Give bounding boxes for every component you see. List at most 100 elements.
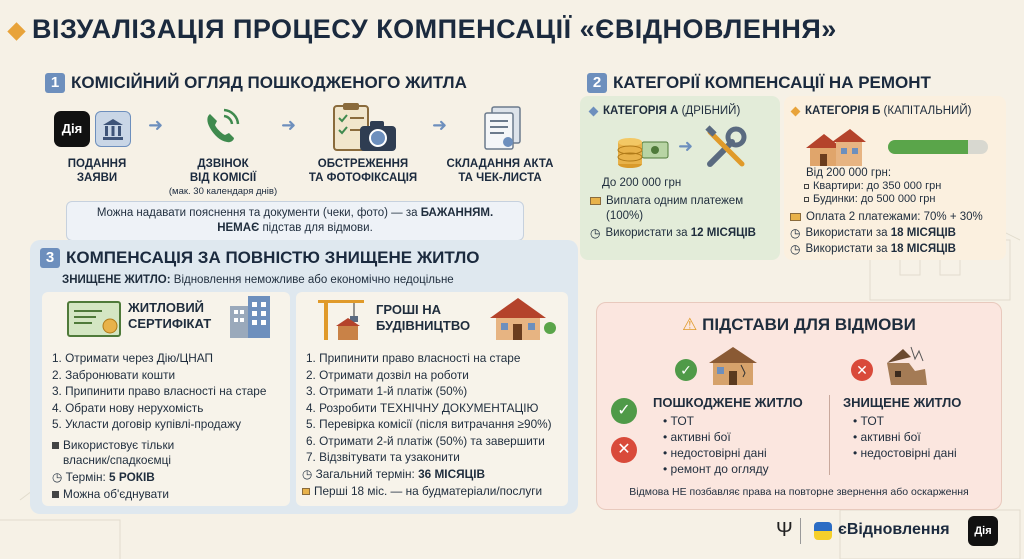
section3-title: КОМПЕНСАЦІЯ ЗА ПОВНІСТЮ ЗНИЩЕНЕ ЖИТЛО bbox=[66, 248, 480, 267]
list-item: 3. Припинити право власності на старе bbox=[52, 384, 267, 398]
documents-icon bbox=[480, 104, 526, 157]
category-a-term: ◷ Використати за 12 МІСЯЦІВ bbox=[590, 226, 756, 240]
section1-heading: 1 КОМІСІЙНИЙ ОГЛЯД ПОШКОДЖЕНОГО ЖИТЛА bbox=[45, 73, 467, 93]
section3-heading: 3 КОМПЕНСАЦІЯ ЗА ПОВНІСТЮ ЗНИЩЕНЕ ЖИТЛО bbox=[40, 248, 480, 268]
list-item: • недостовірні дані bbox=[663, 446, 767, 460]
category-b-limits: Квартири: до 350 000 грн Будинки: до 500… bbox=[804, 180, 941, 206]
diamond-icon bbox=[790, 106, 801, 117]
section2-title: КАТЕГОРІЇ КОМПЕНСАЦІЇ НА РЕМОНТ bbox=[613, 73, 931, 92]
certificate-notes: Використовує тільки власник/спадкоємці ◷… bbox=[52, 438, 175, 501]
category-b-term-2: ◷ Використати за 18 МІСЯЦІВ bbox=[790, 242, 956, 256]
wallet-icon bbox=[590, 197, 601, 205]
category-a-payment: Виплата одним платежем (100%) bbox=[590, 194, 756, 224]
refusal-heading: ⚠ ПІДСТАВИ ДЛЯ ВІДМОВИ bbox=[682, 315, 916, 334]
square-bullet-icon bbox=[52, 491, 59, 498]
divider bbox=[829, 395, 830, 475]
apartment-building-icon bbox=[226, 294, 274, 345]
damaged-house-icon bbox=[705, 343, 761, 392]
coins-money-icon bbox=[614, 128, 672, 177]
wallet-icon bbox=[302, 488, 310, 495]
new-house-icon bbox=[486, 292, 556, 347]
construction-terms: ◷ Загальний термін: 36 МІСЯЦІВ Перші 18 … bbox=[302, 467, 543, 498]
list-item: 3. Отримати 1-й платіж (50%) bbox=[306, 384, 468, 398]
certificate-steps: 1. Отримати через Дію/ЦНАП 2. Забронюват… bbox=[52, 350, 266, 433]
government-building-icon bbox=[95, 111, 131, 147]
list-item: 1. Отримати через Дію/ЦНАП bbox=[52, 351, 213, 365]
tools-icon bbox=[702, 124, 750, 177]
list-item: 4. Розробити ТЕХНІЧНУ ДОКУМЕНТАЦІЮ bbox=[306, 400, 539, 415]
construction-steps: 1. Припинити право власності на старе 2.… bbox=[306, 350, 552, 466]
clock-icon: ◷ bbox=[790, 242, 801, 256]
list-item: • активні бої bbox=[663, 430, 731, 444]
category-a-card: КАТЕГОРІЯ А (ДРІБНИЙ) ➜ До 200 000 грн В… bbox=[580, 96, 780, 260]
list-item: • ремонт до огляду bbox=[663, 462, 769, 476]
list-item: 7. Відзвітувати та узаконити bbox=[306, 450, 460, 464]
section1-number: 1 bbox=[45, 73, 65, 93]
list-item: 1. Припинити право власності на старе bbox=[306, 351, 521, 365]
clock-icon: ◷ bbox=[590, 226, 601, 240]
trident-icon: Ψ bbox=[776, 519, 793, 541]
section1-title: КОМІСІЙНИЙ ОГЛЯД ПОШКОДЖЕНОГО ЖИТЛА bbox=[71, 73, 467, 92]
category-b-term-1: ◷ Використати за 18 МІСЯЦІВ bbox=[790, 226, 956, 240]
list-item: • активні бої bbox=[853, 430, 921, 444]
category-b-payment: Оплата 2 платежами: 70% + 30% bbox=[790, 210, 983, 225]
progress-bar bbox=[888, 140, 988, 154]
list-item: • ТОТ bbox=[663, 414, 695, 428]
check-circle-icon: ✓ bbox=[611, 398, 637, 424]
check-circle-icon: ✓ bbox=[675, 359, 697, 381]
refusal-footer: Відмова НЕ позбавляє права на повторне з… bbox=[629, 486, 969, 498]
list-item: 5. Укласти договір купівлі-продажу bbox=[52, 417, 242, 431]
list-item: 2. Отримати дозвіл на роботи bbox=[306, 367, 469, 382]
category-b-title: КАТЕГОРІЯ Б (КАПІТАЛЬНИЙ) bbox=[790, 104, 971, 119]
category-a-amount: До 200 000 грн bbox=[602, 177, 682, 189]
phone-call-icon bbox=[198, 106, 242, 155]
diamond-icon bbox=[588, 106, 599, 117]
arrow-right-icon: ➜ bbox=[148, 115, 164, 135]
diia-logo-icon: Дія bbox=[54, 111, 90, 147]
clock-icon: ◷ bbox=[52, 470, 66, 484]
cross-circle-icon: ✕ bbox=[851, 359, 873, 381]
brand-name: єВідновлення bbox=[838, 521, 950, 538]
section3-subtitle: ЗНИЩЕНЕ ЖИТЛО: Відновлення неможливе або… bbox=[62, 274, 454, 286]
section2-heading: 2 КАТЕГОРІЇ КОМПЕНСАЦІЇ НА РЕМОНТ bbox=[587, 73, 931, 93]
damaged-title: ПОШКОДЖЕНЕ ЖИТЛО bbox=[653, 395, 803, 410]
destroyed-house-icon bbox=[881, 341, 937, 392]
square-bullet-icon bbox=[52, 442, 59, 449]
destroyed-title: ЗНИЩЕНЕ ЖИТЛО bbox=[843, 395, 962, 410]
list-item: • недостовірні дані bbox=[853, 446, 957, 460]
clipboard-camera-icon bbox=[330, 102, 400, 159]
arrow-right-icon: ➜ bbox=[432, 115, 448, 135]
warning-icon: ⚠ bbox=[682, 315, 703, 334]
section2-number: 2 bbox=[587, 73, 607, 93]
category-a-title: КАТЕГОРІЯ А (ДРІБНИЙ) bbox=[588, 104, 740, 119]
destroyed-reasons: • ТОТ • активні бої • недостовірні дані bbox=[853, 413, 957, 461]
refusal-panel: ⚠ ПІДСТАВИ ДЛЯ ВІДМОВИ ✓ ✕ ✓ ✕ ПОШКОДЖЕН… bbox=[596, 302, 1002, 510]
page-title: ВІЗУАЛІЗАЦІЯ ПРОЦЕСУ КОМПЕНСАЦІЇ «ЄВІДНО… bbox=[32, 14, 837, 44]
diia-logo-icon: Дія bbox=[968, 516, 998, 546]
progress-fill bbox=[888, 140, 968, 154]
ukraine-flag-icon bbox=[814, 522, 832, 540]
list-item: 6. Отримати 2-й платіж (50%) та завершит… bbox=[306, 433, 545, 448]
certificate-icon bbox=[66, 298, 128, 345]
divider bbox=[800, 518, 801, 544]
list-item: 5. Перевірка комісії (після витрачання ≥… bbox=[306, 417, 552, 431]
section3-number: 3 bbox=[40, 248, 60, 268]
damaged-reasons: • ТОТ • активні бої • недостовірні дані … bbox=[663, 413, 769, 477]
list-item: 4. Обрати нову нерухомість bbox=[52, 400, 204, 415]
cross-circle-icon: ✕ bbox=[611, 437, 637, 463]
category-b-card: КАТЕГОРІЯ Б (КАПІТАЛЬНИЙ) Від 200 000 гр… bbox=[784, 96, 1006, 260]
list-item: • ТОТ bbox=[853, 414, 885, 428]
arrow-right-icon: ➜ bbox=[678, 136, 694, 156]
house-icon bbox=[804, 126, 868, 173]
section1-note: Можна надавати пояснення та документи (ч… bbox=[66, 201, 524, 241]
category-b-amount: Від 200 000 грн: bbox=[806, 167, 892, 179]
clock-icon: ◷ bbox=[790, 226, 801, 240]
clock-icon: ◷ bbox=[302, 467, 316, 481]
